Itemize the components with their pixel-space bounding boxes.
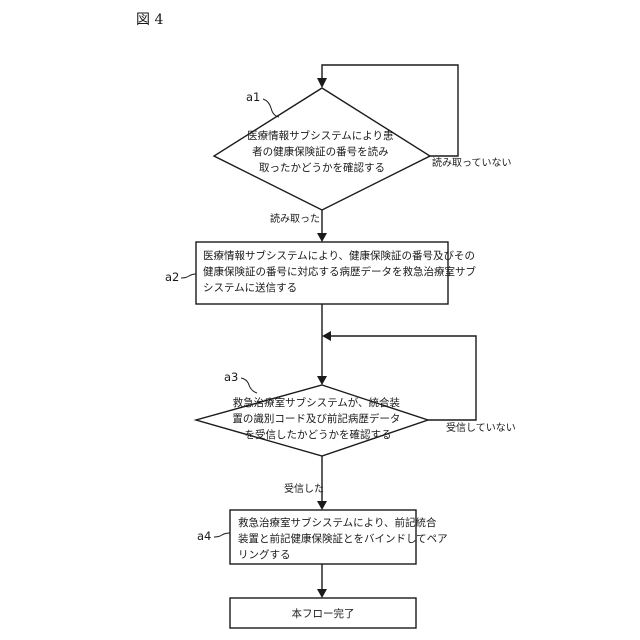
decision-a1-no-label: 読み取っていない (432, 156, 512, 169)
ref-a3: a3 (224, 370, 238, 384)
ref-a3-leader (241, 378, 257, 393)
decision-a3-yes-label: 受信した (284, 483, 324, 495)
decision-a1-yes-label: 読み取った (270, 212, 320, 225)
ref-a2-leader (181, 274, 196, 278)
arrow-into-end (317, 589, 327, 598)
arrow-loop-a3 (322, 331, 331, 341)
ref-a2: a2 (165, 270, 179, 284)
figure-label: 図 4 (136, 12, 163, 28)
decision-a3-no-label: 受信していない (446, 422, 516, 434)
ref-a1: a1 (246, 90, 260, 104)
ref-a4: a4 (197, 529, 211, 543)
arrow-into-a2 (317, 233, 327, 242)
arrow-into-a1 (317, 78, 327, 88)
decision-a3-text: 救急治療室サブシステムが、統合装 置の識別コード及び前記病歴データ を受信したか… (232, 396, 403, 441)
decision-a1-text: 医療情報サブシステムにより患 者の健康保険証の番号を読み 取ったかどうかを確認す… (247, 129, 397, 174)
ref-a4-leader (214, 533, 230, 537)
arrow-into-a4 (317, 501, 327, 510)
arrow-into-a3 (317, 376, 327, 385)
ref-a1-leader (263, 99, 279, 117)
end-node-text: 本フロー完了 (292, 607, 355, 620)
